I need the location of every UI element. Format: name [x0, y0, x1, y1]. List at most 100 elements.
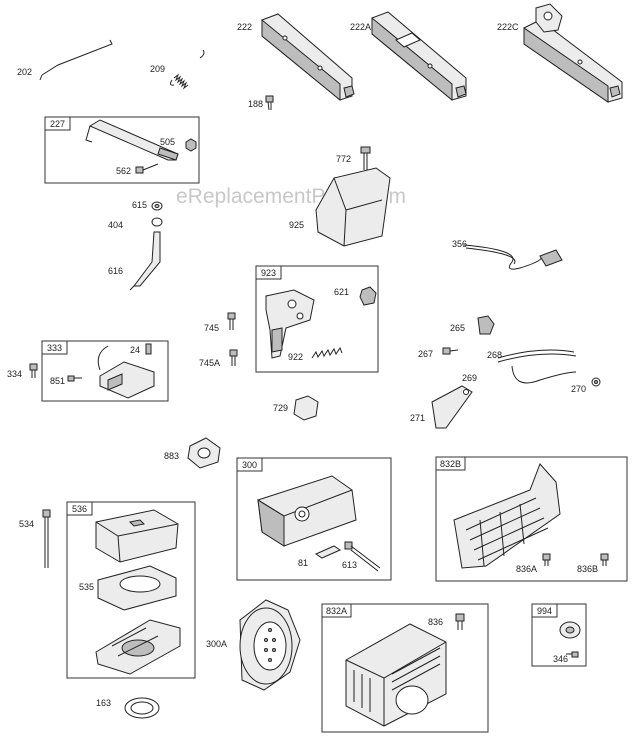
part-267-screw[interactable]: [442, 347, 459, 355]
label-836a: 836A: [516, 564, 537, 574]
label-300a: 300A: [206, 639, 227, 649]
label-81: 81: [298, 558, 308, 568]
label-562: 562: [116, 166, 131, 176]
part-270-nut[interactable]: [591, 377, 601, 387]
part-745-screw[interactable]: [227, 312, 236, 330]
part-883-gasket[interactable]: [187, 437, 221, 469]
part-836-screw[interactable]: [455, 613, 465, 630]
part-24-pin[interactable]: [145, 343, 152, 355]
label-188: 188: [248, 99, 263, 109]
part-922-spring[interactable]: [311, 346, 343, 359]
part-535-filter[interactable]: [97, 565, 177, 611]
part-202-link-rod[interactable]: [39, 39, 113, 81]
box-832a-label: 832A: [326, 606, 347, 616]
label-356: 356: [452, 239, 467, 249]
box-333: [41, 340, 169, 402]
box-923: [255, 265, 379, 373]
label-209: 209: [150, 64, 165, 74]
part-163-gasket[interactable]: [124, 697, 160, 719]
part-209-spring[interactable]: [169, 49, 205, 90]
box-832b: [435, 456, 628, 582]
box-333-label: 333: [47, 343, 62, 353]
part-925-cover[interactable]: [315, 167, 391, 247]
box-832b-label: 832B: [440, 459, 461, 469]
part-81-plate[interactable]: [314, 545, 342, 559]
label-745: 745: [204, 323, 219, 333]
label-222: 222: [237, 22, 252, 32]
part-356-wire[interactable]: [463, 244, 563, 270]
part-265-clamp[interactable]: [477, 315, 495, 335]
part-300-muffler[interactable]: [257, 475, 357, 547]
part-729-grommet[interactable]: [293, 395, 319, 421]
box-300-tab: [236, 457, 263, 472]
box-227-tab: [44, 116, 71, 131]
part-616-crank[interactable]: [129, 231, 161, 291]
label-613: 613: [342, 560, 357, 570]
box-536-tab: [66, 501, 93, 516]
label-271: 271: [410, 413, 425, 423]
label-535: 535: [79, 582, 94, 592]
part-536-air-cleaner-cover[interactable]: [95, 509, 179, 563]
part-300a-muffler[interactable]: [239, 599, 301, 691]
label-202: 202: [17, 67, 32, 77]
part-188-screw[interactable]: [265, 95, 274, 111]
box-227: [44, 116, 200, 184]
label-267: 267: [418, 349, 433, 359]
box-923-tab: [255, 265, 282, 280]
part-271-lever[interactable]: [431, 385, 473, 429]
part-832a-guard[interactable]: [345, 623, 447, 727]
part-562-screw[interactable]: [135, 163, 159, 174]
part-615-washer[interactable]: [151, 201, 163, 211]
part-923-governor-plate[interactable]: [265, 289, 315, 359]
part-222c-bracket[interactable]: [523, 3, 623, 103]
part-613-bolt[interactable]: [344, 541, 381, 572]
part-832b-guard[interactable]: [453, 463, 561, 569]
label-24: 24: [130, 345, 140, 355]
box-832b-tab: [435, 456, 466, 471]
part-772-bolt[interactable]: [360, 146, 371, 170]
label-163: 163: [96, 698, 111, 708]
part-851-screw[interactable]: [67, 375, 82, 382]
box-994-tab: [531, 603, 558, 618]
label-729: 729: [273, 403, 288, 413]
label-615: 615: [132, 200, 147, 210]
part-536-air-cleaner-base[interactable]: [95, 619, 181, 675]
part-268-cable[interactable]: [497, 349, 577, 363]
part-836a-screw[interactable]: [542, 553, 551, 566]
part-269-cable[interactable]: [511, 365, 577, 384]
label-268: 268: [487, 350, 502, 360]
label-616: 616: [108, 266, 123, 276]
box-227-label: 227: [50, 119, 65, 129]
part-227-lever[interactable]: [85, 119, 179, 161]
part-404-washer[interactable]: [151, 217, 163, 227]
label-505: 505: [160, 137, 175, 147]
label-745a: 745A: [199, 358, 220, 368]
box-333-tab: [41, 340, 68, 355]
label-772: 772: [336, 154, 351, 164]
part-745a-screw[interactable]: [229, 349, 238, 366]
box-994-label: 994: [537, 606, 552, 616]
box-300-label: 300: [242, 460, 257, 470]
part-333-armature[interactable]: [97, 345, 155, 399]
part-222a-bracket[interactable]: [371, 11, 467, 102]
box-923-label: 923: [261, 268, 276, 278]
part-534-bolt[interactable]: [42, 509, 51, 568]
box-536-label: 536: [72, 504, 87, 514]
part-621-clip[interactable]: [359, 286, 377, 306]
part-334-screw[interactable]: [29, 363, 38, 378]
box-536: [66, 501, 196, 679]
label-334: 334: [7, 369, 22, 379]
label-346: 346: [553, 654, 568, 664]
label-222a: 222A: [350, 22, 371, 32]
part-836b-screw[interactable]: [600, 553, 609, 566]
label-270: 270: [571, 384, 586, 394]
label-534: 534: [19, 519, 34, 529]
label-265: 265: [450, 323, 465, 333]
part-994-spark-arrester[interactable]: [559, 621, 581, 639]
label-621: 621: [334, 287, 349, 297]
part-222-bracket[interactable]: [261, 13, 355, 102]
part-505-nut[interactable]: [185, 138, 197, 152]
part-346-screw[interactable]: [566, 651, 579, 658]
label-222c: 222C: [497, 22, 519, 32]
